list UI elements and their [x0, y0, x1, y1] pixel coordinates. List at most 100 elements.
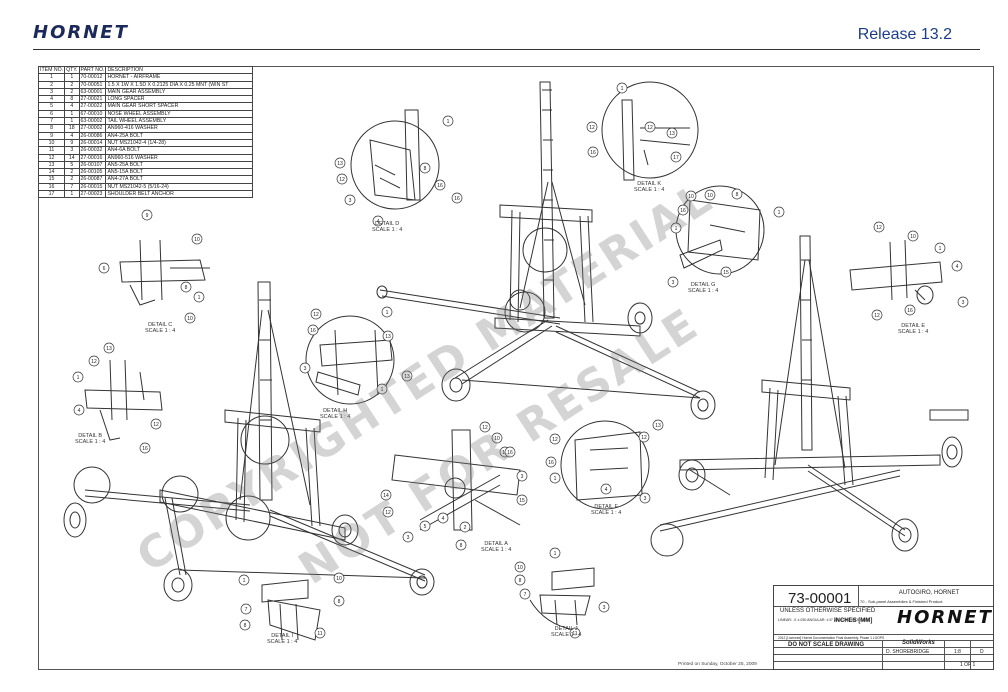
- bom-qty: 2: [64, 80, 80, 89]
- item-balloon: 16: [451, 192, 463, 204]
- bom-description: HORNET - AIRFRAME: [105, 73, 254, 82]
- balloon-number: 16: [310, 328, 316, 334]
- item-balloon: 16: [904, 304, 916, 316]
- item-balloon: 7: [519, 588, 531, 600]
- balloon-circle: [598, 601, 610, 613]
- balloon-number: 12: [552, 437, 558, 443]
- bom-description: NUT MS21042-4 (1/4-28): [105, 138, 254, 148]
- balloon-circle: [73, 404, 85, 416]
- balloon-circle: [549, 433, 561, 445]
- detail-a-title: DETAIL A: [484, 541, 508, 547]
- bom-description: 1.5 X 1W X 1.5D X 0.2125 DIA X 0.25 MNT …: [105, 80, 254, 89]
- detail-i-title: DETAIL I: [271, 633, 293, 639]
- detail-e-scale: SCALE 1 : 4: [898, 329, 929, 335]
- bom-part-no: 63-00002: [78, 117, 107, 126]
- balloon-circle: [376, 383, 388, 395]
- title-block: 73-00001 AUTOGIRO, HORNET 70 - Sub-panel…: [773, 585, 994, 670]
- balloon-circle: [459, 521, 471, 533]
- balloon-number: 10: [707, 193, 713, 199]
- balloon-number: 15: [723, 270, 729, 276]
- item-balloon: 1: [193, 291, 205, 303]
- balloon-circle: [685, 190, 697, 202]
- item-balloon: 4: [951, 260, 963, 272]
- balloon-circle: [334, 157, 346, 169]
- detail-k-title: DETAIL K: [637, 181, 662, 187]
- item-balloon: 8: [333, 595, 345, 607]
- balloon-circle: [873, 221, 885, 233]
- item-balloon: 10: [907, 230, 919, 242]
- bom-description: AN960-416 WASHER: [105, 124, 254, 133]
- balloon-circle: [299, 362, 311, 374]
- item-balloon: 12: [873, 221, 885, 233]
- bom-item-no: 15: [37, 175, 66, 184]
- bom-item-no: 8: [37, 124, 66, 133]
- item-balloon: 13: [103, 342, 115, 354]
- balloon-number: 4: [956, 264, 959, 270]
- balloon-number: 13: [655, 423, 661, 429]
- balloon-number: 10: [910, 234, 916, 240]
- bom-item-no: 16: [37, 182, 66, 192]
- item-balloon: 11: [314, 627, 326, 639]
- item-balloon: 12: [871, 309, 883, 321]
- item-balloon: 17: [670, 151, 682, 163]
- item-balloon: 4: [372, 215, 384, 227]
- balloon-circle: [491, 432, 503, 444]
- item-balloon: 3: [516, 470, 528, 482]
- bom-item-no: 1: [37, 73, 66, 82]
- item-balloon: 1: [549, 472, 561, 484]
- item-balloon: 5: [419, 520, 431, 532]
- detail-c-title: DETAIL C: [148, 322, 173, 328]
- bom-qty: 3: [64, 146, 80, 155]
- item-balloon: 10: [704, 189, 716, 201]
- detail-d-title: DETAIL D: [375, 221, 400, 227]
- bom-qty: 4: [64, 131, 80, 140]
- balloon-number: 12: [91, 359, 97, 365]
- balloon-number: 1: [778, 210, 781, 216]
- balloon-circle: [516, 470, 528, 482]
- balloon-circle: [336, 173, 348, 185]
- balloon-circle: [616, 82, 628, 94]
- balloon-circle: [731, 188, 743, 200]
- balloon-circle: [238, 574, 250, 586]
- bom-qty: 1: [64, 109, 80, 119]
- balloon-circle: [907, 230, 919, 242]
- item-balloon: 1: [934, 242, 946, 254]
- drawing-scale: 1:8: [954, 649, 961, 655]
- item-balloon: 10: [191, 233, 203, 245]
- item-balloon: 13: [382, 330, 394, 342]
- balloon-number: 12: [339, 177, 345, 183]
- bom-item-no: 13: [37, 160, 66, 170]
- right-assembly-view: [650, 235, 969, 557]
- balloon-number: 8: [736, 192, 739, 198]
- balloon-circle: [587, 146, 599, 158]
- balloon-circle: [333, 572, 345, 584]
- balloon-number: 16: [680, 208, 686, 214]
- detail-a-view: [391, 429, 521, 531]
- item-balloon: 3: [639, 492, 651, 504]
- bom-item-no: 6: [37, 109, 66, 119]
- detail-j-view: [529, 567, 595, 631]
- balloon-number: 10: [194, 237, 200, 243]
- bom-item-no: 17: [37, 190, 66, 199]
- bom-part-no: 70-00012: [78, 73, 107, 82]
- balloon-circle: [382, 506, 394, 518]
- item-balloon: 14: [380, 489, 392, 501]
- balloon-circle: [652, 419, 664, 431]
- item-balloon: 13: [652, 419, 664, 431]
- item-balloon: 13: [401, 370, 413, 382]
- detail-j-scale: SCALE 1 : 4: [551, 632, 582, 638]
- bom-qty: 4: [64, 102, 80, 111]
- balloon-circle: [372, 215, 384, 227]
- detail-e-view: [849, 239, 943, 305]
- balloon-number: 8: [460, 543, 463, 549]
- item-balloon: 1: [549, 547, 561, 559]
- balloon-circle: [549, 547, 561, 559]
- item-balloon: 16: [587, 146, 599, 158]
- item-balloon: 12: [549, 433, 561, 445]
